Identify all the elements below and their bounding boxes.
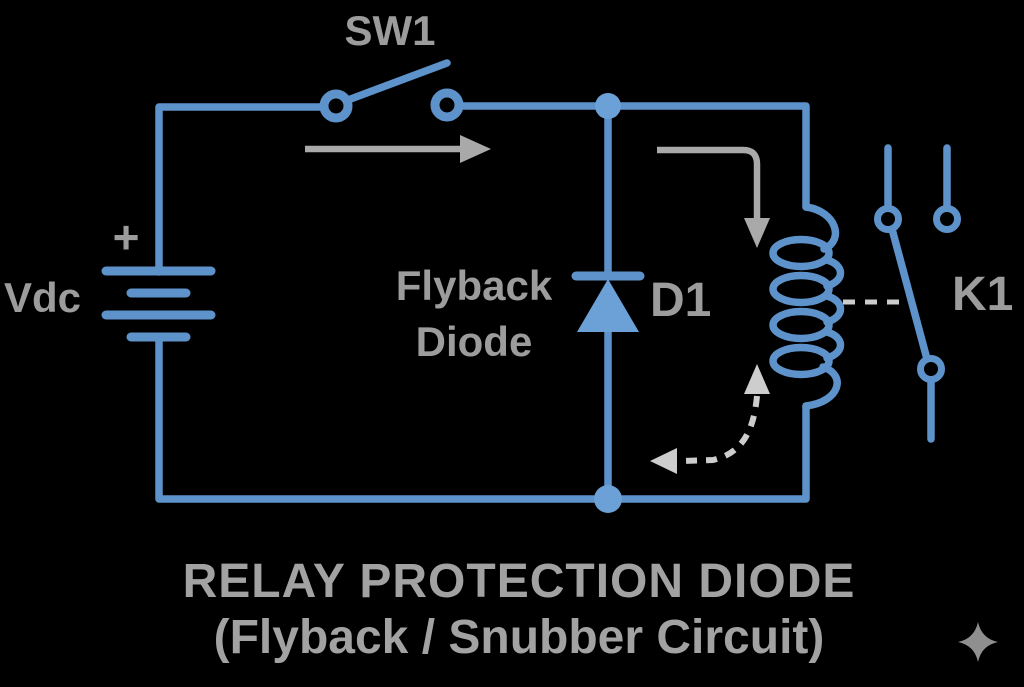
sparkle-icon <box>958 622 998 662</box>
diagram-title-line1: RELAY PROTECTION DIODE <box>182 555 856 608</box>
arrow-head-down <box>744 218 770 248</box>
label-diode-ref: D1 <box>650 274 712 327</box>
energize-current-arrow-coil <box>657 146 770 248</box>
arrow-head-right <box>460 135 491 163</box>
contact-common-terminal <box>917 355 945 383</box>
label-switch-ref: SW1 <box>344 7 436 54</box>
relay-coil <box>769 203 845 410</box>
label-supply-polarity: + <box>112 211 140 263</box>
coil-loop <box>769 343 833 379</box>
dashed-arrow-shaft <box>680 395 760 464</box>
coil-loop <box>769 271 833 307</box>
switch-blade <box>344 59 451 104</box>
battery-symbol <box>101 266 216 342</box>
coil-loop <box>769 307 833 343</box>
wire-top-right <box>455 102 810 211</box>
dashed-arrow-head-up <box>744 364 770 394</box>
contact-blade <box>888 225 931 363</box>
junction-dot-bottom <box>594 485 622 513</box>
relay-contacts <box>843 144 961 443</box>
diagram-title-line2: (Flyback / Snubber Circuit) <box>213 611 825 664</box>
label-supply-ref: Vdc <box>4 274 82 321</box>
label-diode-name-line1: Flyback <box>395 262 553 309</box>
label-diode-name-line2: Diode <box>415 318 533 365</box>
diagram-title: RELAY PROTECTION DIODE (Flyback / Snubbe… <box>19 554 1019 666</box>
label-diode-name: Flyback Diode <box>369 258 579 370</box>
flyback-current-arrow <box>650 364 770 474</box>
arrow-shaft <box>657 146 761 220</box>
junction-dot-top <box>595 93 621 119</box>
contact-terminal-left <box>874 205 902 233</box>
energize-current-arrow-top <box>305 135 491 163</box>
switch-terminal-right <box>430 88 464 122</box>
dashed-arrow-head-left <box>650 448 677 474</box>
switch-symbol <box>319 59 464 123</box>
diode-triangle <box>577 279 639 332</box>
label-relay-ref: K1 <box>952 268 1014 321</box>
contact-terminal-right <box>933 205 961 233</box>
coil-arc <box>802 363 841 410</box>
switch-terminal-left <box>319 89 353 123</box>
coil-loop <box>769 235 833 271</box>
wire-top-left <box>155 103 328 276</box>
wire-bottom-loop <box>155 336 810 503</box>
diode-symbol <box>571 271 645 332</box>
